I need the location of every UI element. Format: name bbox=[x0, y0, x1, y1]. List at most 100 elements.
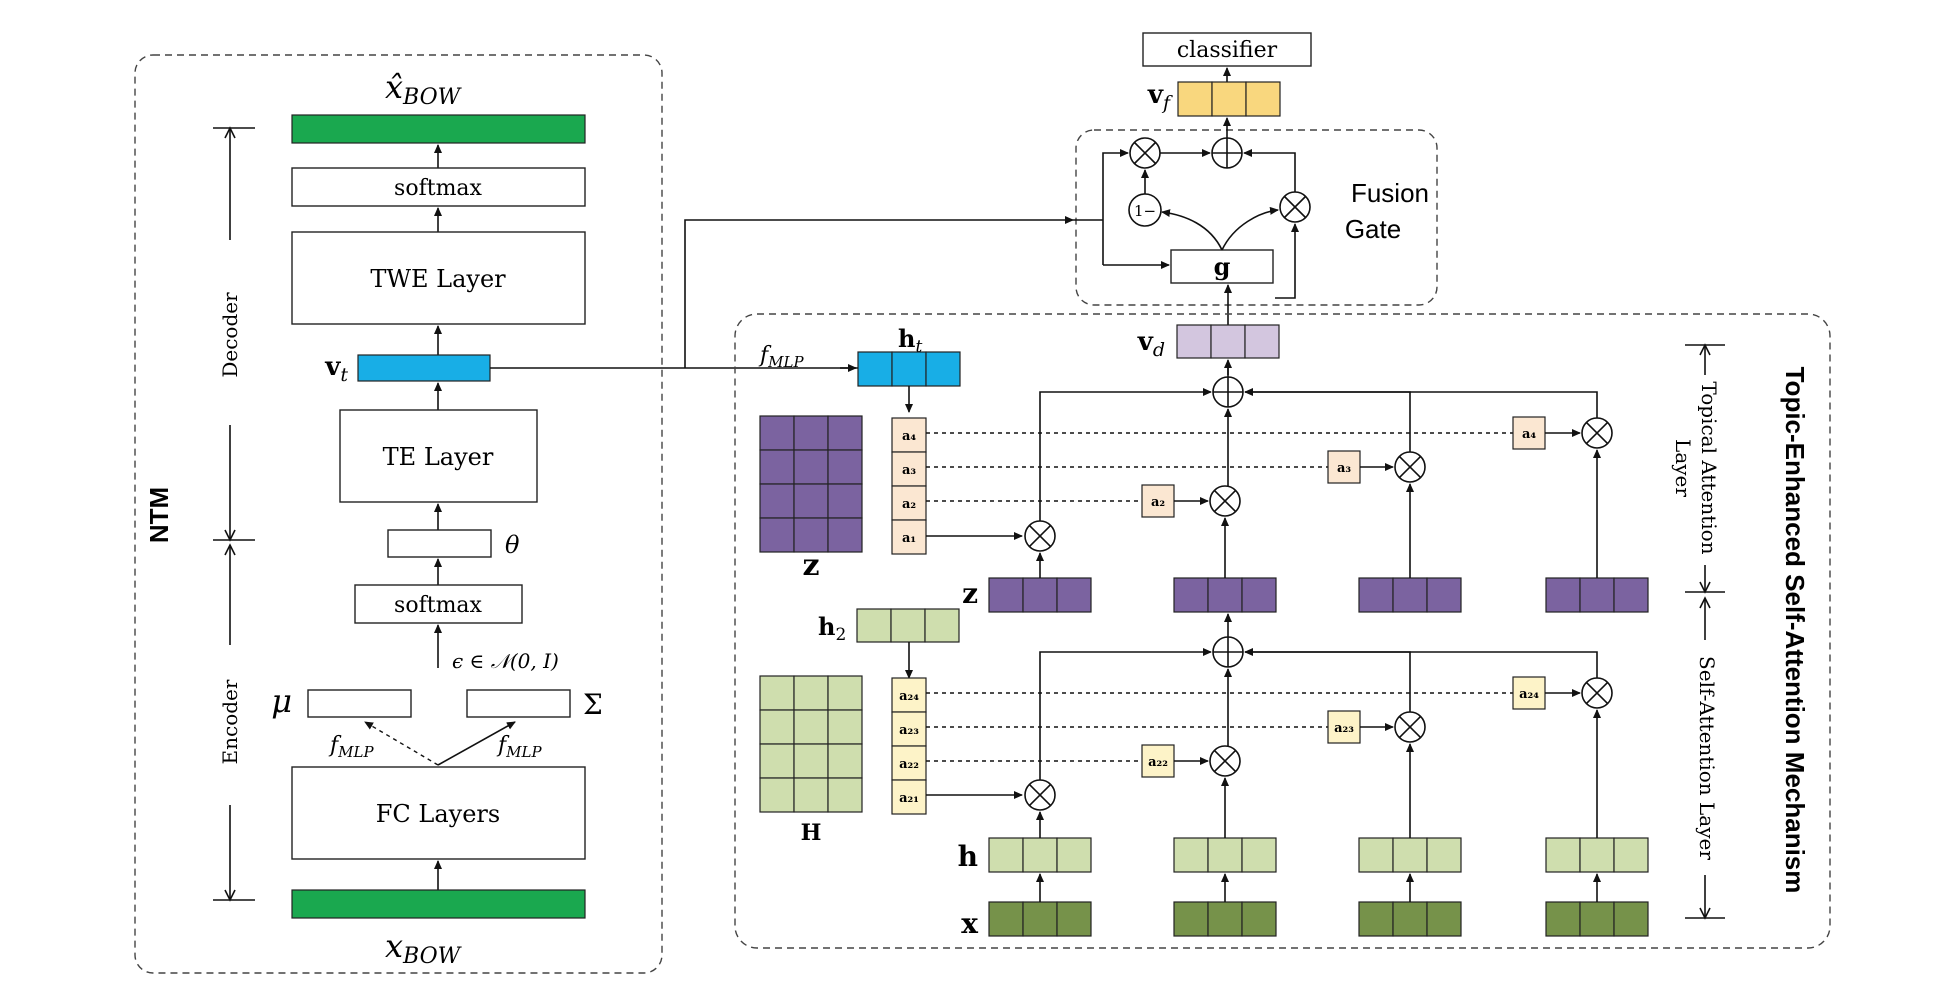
softmax-bottom-box bbox=[354, 584, 523, 624]
topic-side-weight: a₂ bbox=[1141, 484, 1175, 518]
attention-cell bbox=[891, 417, 927, 453]
multiply-stroke bbox=[1585, 421, 1609, 445]
x-vector bbox=[1358, 901, 1462, 937]
self-multiply-op bbox=[1209, 745, 1241, 777]
x-hat-bow-label: x̂BOW bbox=[385, 68, 463, 110]
z-matrix-cell bbox=[793, 517, 829, 553]
vector-cell bbox=[1022, 901, 1058, 937]
vector-cell bbox=[1173, 837, 1209, 873]
fusion-title-line1: Fusion bbox=[1351, 178, 1429, 208]
vd-label: vd bbox=[1137, 327, 1165, 361]
z-matrix-cell bbox=[793, 449, 829, 485]
topic-attention-weight: a₂ bbox=[891, 485, 927, 521]
mu-box bbox=[307, 689, 412, 718]
f-mlp-left-label: fMLP bbox=[328, 733, 374, 761]
self-layer-bracket: Self-Attention Layer bbox=[1685, 596, 1725, 920]
h-matrix-cell bbox=[793, 675, 829, 711]
decoder-bracket: Decoder bbox=[213, 126, 255, 542]
self-attention-weight: a₂₂ bbox=[891, 745, 927, 781]
vector-cell bbox=[1392, 837, 1428, 873]
z-vector bbox=[1173, 577, 1277, 613]
h-matrix bbox=[759, 675, 863, 813]
topic-attention-weight: a₁ bbox=[891, 519, 927, 555]
attention-cell bbox=[891, 711, 927, 747]
self-attention-weight: a₂₁ bbox=[891, 779, 927, 815]
self-side-weight: a₂₄ bbox=[1512, 676, 1546, 710]
vector-cell bbox=[988, 837, 1024, 873]
h2-vector bbox=[856, 608, 960, 643]
mu-label: μ bbox=[271, 682, 292, 720]
multiply-stroke bbox=[1585, 681, 1609, 705]
f-mlp-tesa-label: fMLP bbox=[758, 343, 804, 371]
vector-cell bbox=[1579, 837, 1615, 873]
encoder-label: Encoder bbox=[218, 679, 242, 764]
vector-cell bbox=[1207, 837, 1243, 873]
vector-cell bbox=[1173, 577, 1209, 613]
softmax-top-box bbox=[291, 167, 586, 207]
vector-cell bbox=[1545, 577, 1581, 613]
tesa-border bbox=[734, 313, 1831, 949]
h-matrix-cell bbox=[827, 777, 863, 813]
multiply-stroke bbox=[1213, 749, 1237, 773]
self-side-weight: a₂₃ bbox=[1327, 710, 1361, 744]
vector-cell bbox=[1056, 837, 1092, 873]
topic-sum-op bbox=[1212, 376, 1244, 408]
topic-op1-to-sum bbox=[1039, 388, 1212, 521]
attention-label: a₂₂ bbox=[899, 757, 919, 772]
sigma-label: Σ bbox=[583, 688, 603, 721]
z-matrix-cell bbox=[793, 483, 829, 519]
multiply-stroke bbox=[1213, 489, 1237, 513]
self-multiply-op bbox=[1581, 677, 1613, 709]
topic-op4-to-sum bbox=[1245, 391, 1598, 418]
h-matrix-label: H bbox=[801, 820, 822, 846]
x-bow-label: xBOW bbox=[385, 927, 463, 969]
vector-cell bbox=[1545, 837, 1581, 873]
attention-label: a₂ bbox=[1151, 495, 1165, 510]
z-matrix-cell bbox=[827, 483, 863, 519]
z-matrix-cell bbox=[759, 449, 795, 485]
vector-cell bbox=[1207, 901, 1243, 937]
softmax-top-label: softmax bbox=[394, 176, 482, 201]
attention-cell bbox=[891, 779, 927, 815]
self-sum-op bbox=[1212, 636, 1244, 668]
h-vector bbox=[1545, 837, 1649, 873]
sigma-box bbox=[466, 689, 571, 718]
h-matrix-cell bbox=[793, 709, 829, 745]
vector-cell bbox=[1392, 901, 1428, 937]
vector-cell bbox=[1241, 837, 1277, 873]
vector-cell bbox=[1056, 577, 1092, 613]
one-minus-op: 1− bbox=[1128, 193, 1162, 227]
attention-label: a₂₂ bbox=[1148, 755, 1168, 770]
h-matrix-cell bbox=[793, 777, 829, 813]
vf-label: vf bbox=[1147, 80, 1173, 114]
f-mlp-right-label: fMLP bbox=[496, 733, 542, 761]
h-vector bbox=[988, 837, 1092, 873]
twe-layer-label: TWE Layer bbox=[370, 265, 506, 293]
theta-label: θ bbox=[505, 531, 520, 559]
vector-cell bbox=[1426, 837, 1462, 873]
h-row-label: h bbox=[958, 840, 978, 873]
attention-label: a₃ bbox=[1337, 461, 1351, 476]
attention-label: a₂ bbox=[902, 497, 916, 512]
x-vector bbox=[988, 901, 1092, 937]
softmax-bottom-label: softmax bbox=[394, 593, 482, 618]
z-matrix bbox=[759, 415, 863, 553]
x-vector bbox=[1173, 901, 1277, 937]
topic-multiply-op bbox=[1394, 451, 1426, 483]
decoder-label: Decoder bbox=[218, 292, 242, 378]
attention-cell bbox=[891, 519, 927, 555]
z-vector bbox=[988, 577, 1092, 613]
z-row-label: z bbox=[962, 577, 978, 610]
vector-cell bbox=[1579, 901, 1615, 937]
vector-cell bbox=[1173, 901, 1209, 937]
h-matrix-cell bbox=[827, 709, 863, 745]
h-matrix-cell bbox=[759, 777, 795, 813]
fusion-border bbox=[1075, 129, 1438, 306]
fc-layers-box bbox=[291, 766, 586, 860]
z-matrix-cell bbox=[759, 415, 795, 451]
topical-layer-bracket: Topical Attention Layer bbox=[1671, 343, 1725, 594]
self-op4-to-sum bbox=[1245, 651, 1598, 678]
h-vector bbox=[1358, 837, 1462, 873]
vector-cell bbox=[1241, 577, 1277, 613]
h-matrix-cell bbox=[827, 743, 863, 779]
